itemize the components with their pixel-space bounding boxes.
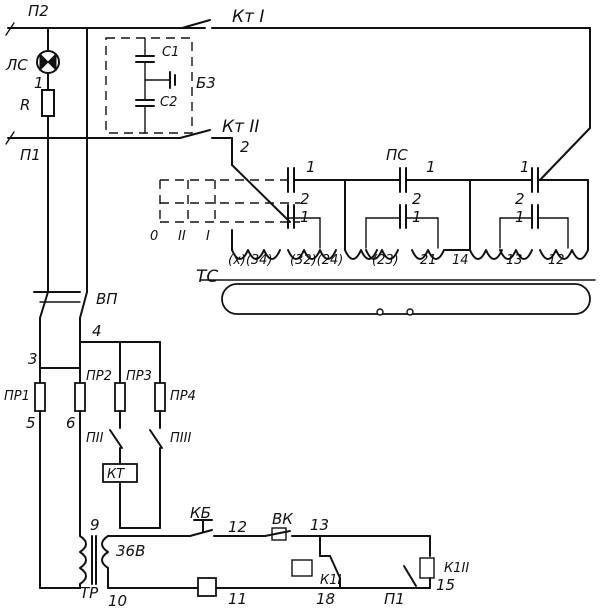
label-node-5: 5 — [26, 414, 36, 432]
label-vp: ВП — [96, 290, 118, 308]
contact-pii-blade — [109, 429, 123, 449]
supply-section — [5, 19, 591, 293]
label-pr4: ПР4 — [170, 389, 196, 404]
label-node-13: 13 — [310, 516, 329, 534]
contact-k1ii-box — [419, 557, 435, 579]
coil-23 — [365, 249, 399, 260]
vp-blade-right — [79, 291, 88, 319]
label-36v: 36В — [116, 542, 145, 560]
label-pos1: I — [206, 229, 210, 244]
coil-12 — [539, 249, 589, 260]
label-cb3: 1 — [412, 208, 422, 226]
label-tap-21: 21 — [420, 253, 437, 268]
transformer-ts — [199, 229, 596, 316]
label-kb: КБ — [190, 504, 211, 522]
label-tr: ТР — [80, 584, 99, 602]
label-pr3: ПР3 — [126, 369, 152, 384]
label-node-18: 18 — [316, 590, 335, 608]
label-ca1: 1 — [306, 158, 316, 176]
lamp-ls-fill — [39, 52, 57, 72]
label-node-4: 4 — [92, 322, 102, 340]
label-cb1: 1 — [426, 158, 436, 176]
label-tap-x34: (х)(34) — [228, 253, 273, 268]
label-node-15: 15 — [436, 576, 455, 594]
label-cc3: 1 — [515, 208, 525, 226]
fuse-pr3-icon — [114, 382, 126, 412]
kt2-contact-blade — [179, 129, 211, 139]
vp-blade-left — [39, 291, 49, 319]
label-r: R — [20, 96, 30, 114]
label-tap-32-24: (32)(24) — [290, 253, 343, 268]
label-kt-relay: КТ — [107, 467, 125, 482]
label-cc2: 2 — [515, 190, 525, 208]
kt1-contact-blade — [181, 19, 211, 29]
label-p1: П1 — [20, 146, 41, 164]
label-lamp-1: 1 — [34, 74, 44, 92]
label-c2: С2 — [160, 95, 177, 110]
label-node-6: 6 — [66, 414, 76, 432]
relay-k1-coil — [197, 577, 217, 597]
coil-13 — [499, 249, 533, 260]
label-cb2: 2 — [412, 190, 422, 208]
label-node-9: 9 — [90, 516, 100, 534]
coil-32-24 — [287, 249, 337, 260]
lower-circuit — [33, 291, 435, 597]
resistor-r-icon — [41, 89, 55, 117]
label-node-3: 3 — [28, 350, 38, 368]
label-ts: ТС — [196, 267, 218, 287]
label-vk: ВК — [272, 510, 294, 528]
label-cc1: 1 — [520, 158, 530, 176]
label-k1i: К1I — [320, 573, 342, 588]
label-piii: ПIII — [170, 431, 191, 446]
label-node-11: 11 — [228, 590, 247, 608]
label-pr2: ПР2 — [86, 369, 112, 384]
label-node-10: 10 — [108, 592, 127, 610]
tr-primary-coil — [79, 535, 87, 585]
capacitor-block-b3 — [105, 37, 193, 134]
fuse-pr1-icon — [34, 382, 46, 412]
label-kt1: Кт I — [232, 7, 264, 27]
label-c1: С1 — [162, 45, 179, 60]
kt1-diagonal-wire — [539, 127, 591, 181]
label-pr1: ПР1 — [4, 389, 30, 404]
label-pos0: 0 — [150, 229, 158, 244]
pushbutton-kb-blade — [189, 529, 213, 537]
label-k1ii: К1II — [444, 561, 469, 576]
label-tap-12: 12 — [548, 253, 565, 268]
label-ca3: 1 — [300, 208, 310, 226]
contact-piii-blade — [149, 429, 163, 449]
contact-k1i-box — [291, 559, 313, 577]
coil-mid-b — [469, 249, 503, 260]
label-kt2-num: 2 — [240, 138, 250, 156]
label-p1-bottom: П1 — [384, 590, 405, 608]
label-kt2: Кт II — [222, 117, 259, 137]
fuse-pr4-icon — [154, 382, 166, 412]
label-tap-23: (23) — [372, 253, 399, 268]
label-tap-13: 13 — [506, 253, 523, 268]
label-pos2: II — [178, 229, 186, 244]
coil-21 — [411, 249, 445, 260]
label-b3: Б3 — [196, 74, 216, 92]
kt2-diagonal-wire — [231, 164, 291, 223]
contact-k1i-blade — [329, 555, 341, 579]
fuse-pr2-icon — [74, 382, 86, 412]
coil-x34 — [231, 249, 281, 260]
label-ca2: 2 — [300, 190, 310, 208]
core-terminal-left — [376, 308, 384, 316]
label-pii: ПII — [86, 431, 104, 446]
switch-ps — [159, 167, 589, 251]
ts-core-outline — [221, 283, 591, 315]
label-node-12: 12 — [228, 518, 247, 536]
tr-secondary-coil — [101, 535, 109, 569]
label-tap-14: 14 — [452, 253, 469, 268]
contact-k1ii-blade — [403, 565, 417, 587]
labels: П2 ЛС 1 R П1 Кт I Кт II 2 С1 С2 Б3 ПС 0 … — [4, 2, 565, 610]
switch-vk-box — [271, 527, 287, 541]
coil-mid-a — [344, 249, 378, 260]
label-p2: П2 — [28, 2, 49, 20]
label-ls: ЛС — [5, 56, 28, 74]
core-terminal-right — [406, 308, 414, 316]
label-ps: ПС — [386, 146, 408, 164]
